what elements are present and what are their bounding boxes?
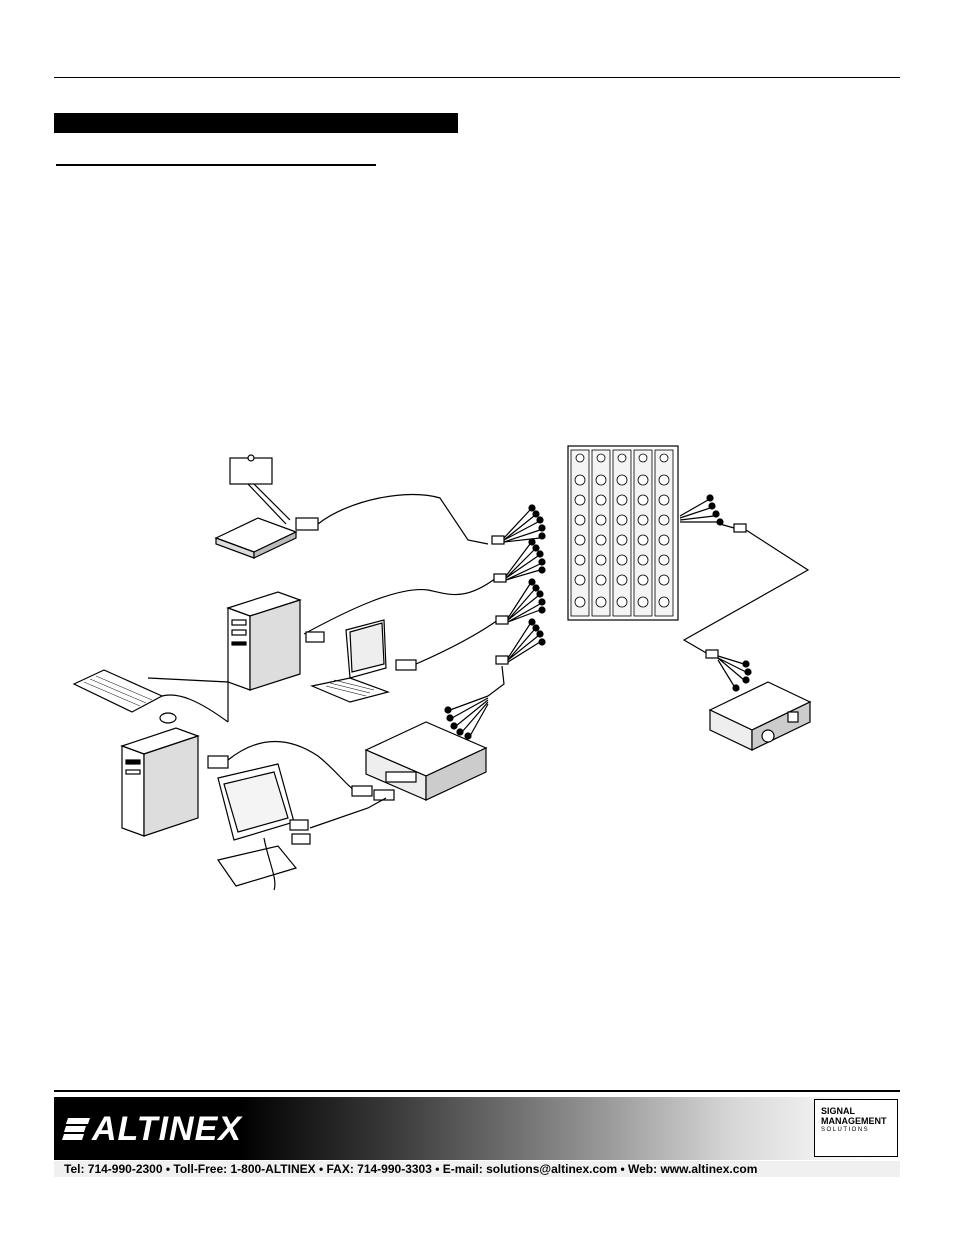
desktop-tower-2-illustration: [120, 727, 200, 837]
contact-info: Tel: 714-990-2300 • Toll-Free: 1-800-ALT…: [54, 1161, 900, 1177]
projector-illustration: [708, 681, 812, 751]
bnc-fan-out: [679, 494, 747, 533]
badge-line-2: MANAGEMENT: [821, 1116, 887, 1126]
altinex-mark-icon: [62, 1118, 90, 1140]
badge-line-3: SOLUTIONS: [821, 1127, 870, 1133]
badge-line-1: SIGNAL: [821, 1106, 856, 1116]
connection-diagram: [68, 420, 818, 908]
bnc-fan-1: [491, 504, 546, 545]
document-camera-illustration: [214, 454, 319, 559]
bnc-fan-5: [444, 665, 505, 740]
rack-switcher-illustration: [567, 445, 679, 621]
laptop-illustration: [309, 619, 390, 703]
bnc-fan-projector: [705, 649, 752, 692]
bnc-fan-3: [495, 578, 546, 625]
bnc-fan-4: [495, 618, 546, 665]
footer-banner: ALTINEX SIGNAL MANAGEMENT SOLUTIONS: [54, 1097, 900, 1160]
altinex-logo: ALTINEX: [62, 1111, 242, 1147]
bnc-fan-2: [493, 538, 546, 583]
desktop-tower-illustration: [226, 591, 302, 691]
subheading-underline: [56, 164, 376, 166]
signal-management-badge: SIGNAL MANAGEMENT SOLUTIONS: [814, 1099, 898, 1157]
section-heading-bar: [54, 113, 458, 133]
brand-name: ALTINEX: [92, 1110, 242, 1148]
lcd-monitor-illustration: [217, 763, 298, 891]
keyboard-illustration: [72, 669, 229, 724]
interface-box-illustration: [364, 721, 488, 801]
footer-rule: [54, 1090, 900, 1092]
header-rule: [54, 77, 900, 78]
